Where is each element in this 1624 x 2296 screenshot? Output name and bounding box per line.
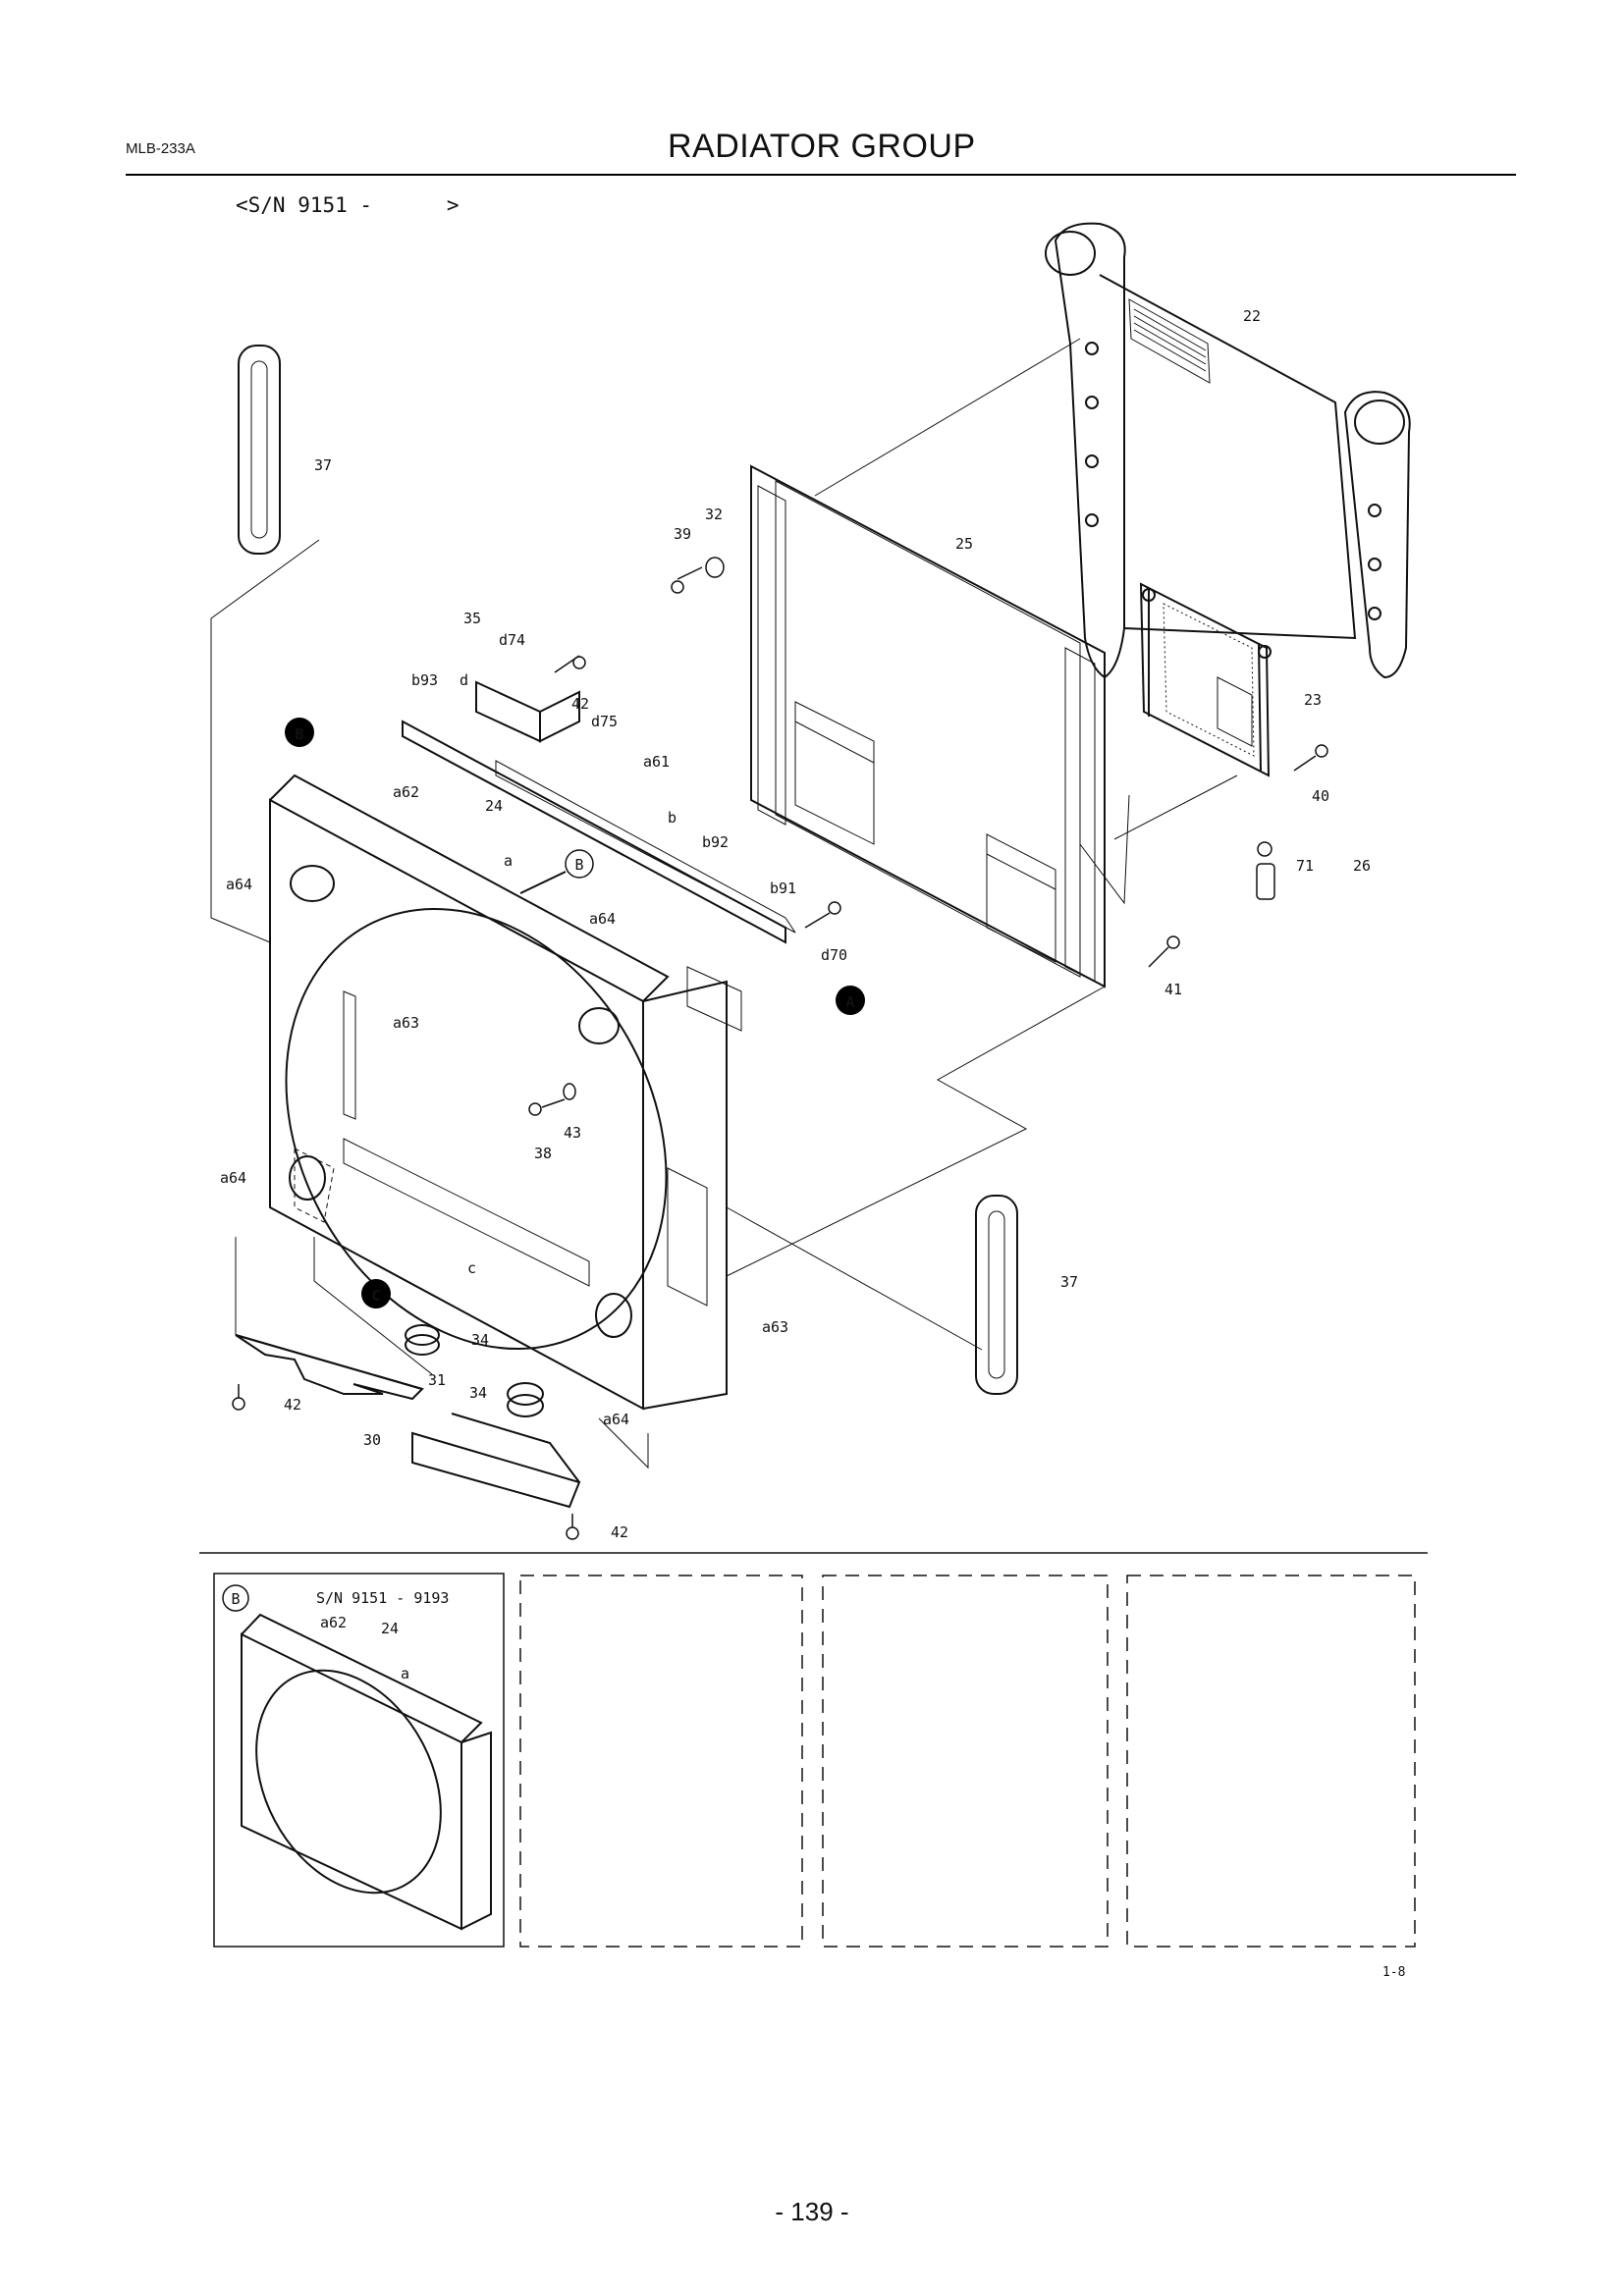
washer-32 (705, 557, 725, 578)
part-label-a63-left: a63 (393, 1014, 419, 1032)
bolt-41 (1148, 935, 1180, 968)
part-label-41: 41 (1164, 981, 1182, 998)
document-code: MLB-233A (126, 140, 195, 157)
part-label-a61: a61 (643, 753, 670, 771)
page-number: - 139 - (775, 2197, 849, 2226)
svg-text:C: C (371, 1287, 380, 1305)
figure-id: 1-8 (1382, 1965, 1406, 1980)
mount-plate-30 (411, 1413, 581, 1509)
part-label-23: 23 (1304, 691, 1322, 709)
part-label-32: 32 (705, 506, 723, 523)
part-label-b93: b93 (411, 671, 438, 689)
svg-text:B: B (295, 725, 303, 743)
part-label-35: 35 (463, 610, 481, 627)
upper-bracket-24 (402, 680, 796, 944)
view-arrow-B: B (519, 849, 594, 894)
part-label-a64-center: a64 (589, 910, 616, 928)
bolt-42-left (232, 1384, 245, 1411)
callout-A: A (836, 986, 865, 1015)
detail-b-label-a: a (401, 1665, 409, 1682)
part-label-37-top: 37 (314, 456, 332, 474)
part-label-a64-bottom: a64 (603, 1411, 629, 1428)
part-label-d70: d70 (821, 946, 847, 964)
detail-b-callout: B (222, 1584, 249, 1612)
part-label-39: 39 (674, 525, 691, 543)
detail-b-inset (213, 1573, 505, 1948)
part-label-38: 38 (534, 1145, 552, 1162)
part-label-c: c (467, 1259, 476, 1277)
part-label-d: d (460, 671, 468, 689)
part-label-d75: d75 (591, 713, 618, 730)
detail-b-label-a62: a62 (320, 1614, 347, 1631)
part-label-a62: a62 (393, 783, 419, 801)
bolt-38 (528, 1098, 566, 1116)
part-label-a64-upper-left: a64 (226, 876, 252, 893)
part-label-37-bottom: 37 (1060, 1273, 1078, 1291)
seal-strip-37-bottom (975, 1195, 1018, 1395)
connection-lines (199, 338, 1428, 1554)
svg-text:B: B (231, 1590, 240, 1608)
rubber-mount-34-b (507, 1382, 544, 1417)
part-label-22: 22 (1243, 307, 1261, 325)
bolt-40 (1293, 744, 1328, 772)
part-label-42-left: 42 (284, 1396, 301, 1414)
bolt-hardware (232, 557, 1328, 1540)
part-label-b92: b92 (702, 833, 729, 851)
fitting-26 (1256, 841, 1275, 900)
seal-strip-37-top (238, 345, 281, 555)
intercooler-22 (1045, 222, 1411, 679)
oil-cooler-23 (1139, 582, 1272, 777)
callout-C: C (361, 1279, 391, 1308)
part-label-a63-right: a63 (762, 1318, 788, 1336)
shroud-frame-25 (750, 464, 1106, 988)
part-labels: 22 37 32 39 25 35 d74 b93 d 42 d75 23 a6… (220, 307, 1371, 1541)
bolt-42-bottom (566, 1514, 579, 1540)
part-label-25: 25 (955, 535, 973, 553)
mount-plate-31 (235, 1334, 424, 1401)
rubber-mount-34-a (405, 1324, 440, 1356)
serial-range: <S/N 9151 - > (236, 193, 460, 217)
part-label-d74: d74 (499, 631, 525, 649)
part-label-42-top: 42 (571, 695, 589, 713)
part-label-31: 31 (428, 1371, 446, 1389)
part-label-b91: b91 (770, 880, 796, 897)
part-label-34-a: 34 (471, 1331, 489, 1349)
part-label-b: b (668, 809, 677, 827)
bolt-42-top (554, 655, 586, 673)
empty-detail-panels (519, 1575, 1416, 1948)
bolt-d70 (804, 901, 841, 929)
detail-b-label-24: 24 (381, 1620, 399, 1637)
part-label-71: 71 (1296, 857, 1314, 875)
part-label-34-b: 34 (469, 1384, 487, 1402)
part-label-40: 40 (1312, 787, 1329, 805)
detail-b-serial: S/N 9151 - 9193 (316, 1589, 449, 1607)
washer-43 (563, 1083, 576, 1100)
part-label-24: 24 (485, 797, 503, 815)
part-label-30: 30 (363, 1431, 381, 1449)
part-label-43: 43 (564, 1124, 581, 1142)
header-rule (126, 174, 1516, 176)
callout-B: B (285, 718, 314, 747)
fan-shroud-housing (269, 774, 742, 1411)
part-label-26: 26 (1353, 857, 1371, 875)
part-label-42-bottom: 42 (611, 1523, 628, 1541)
svg-text:B: B (574, 856, 583, 874)
part-label-a: a (504, 852, 513, 870)
detail-b-labels: S/N 9151 - 9193 a62 24 a (316, 1589, 449, 1682)
part-label-a64-lower-left: a64 (220, 1169, 246, 1187)
bolt-39 (671, 566, 703, 594)
page-title: RADIATOR GROUP (668, 128, 976, 165)
svg-text:A: A (845, 993, 854, 1011)
